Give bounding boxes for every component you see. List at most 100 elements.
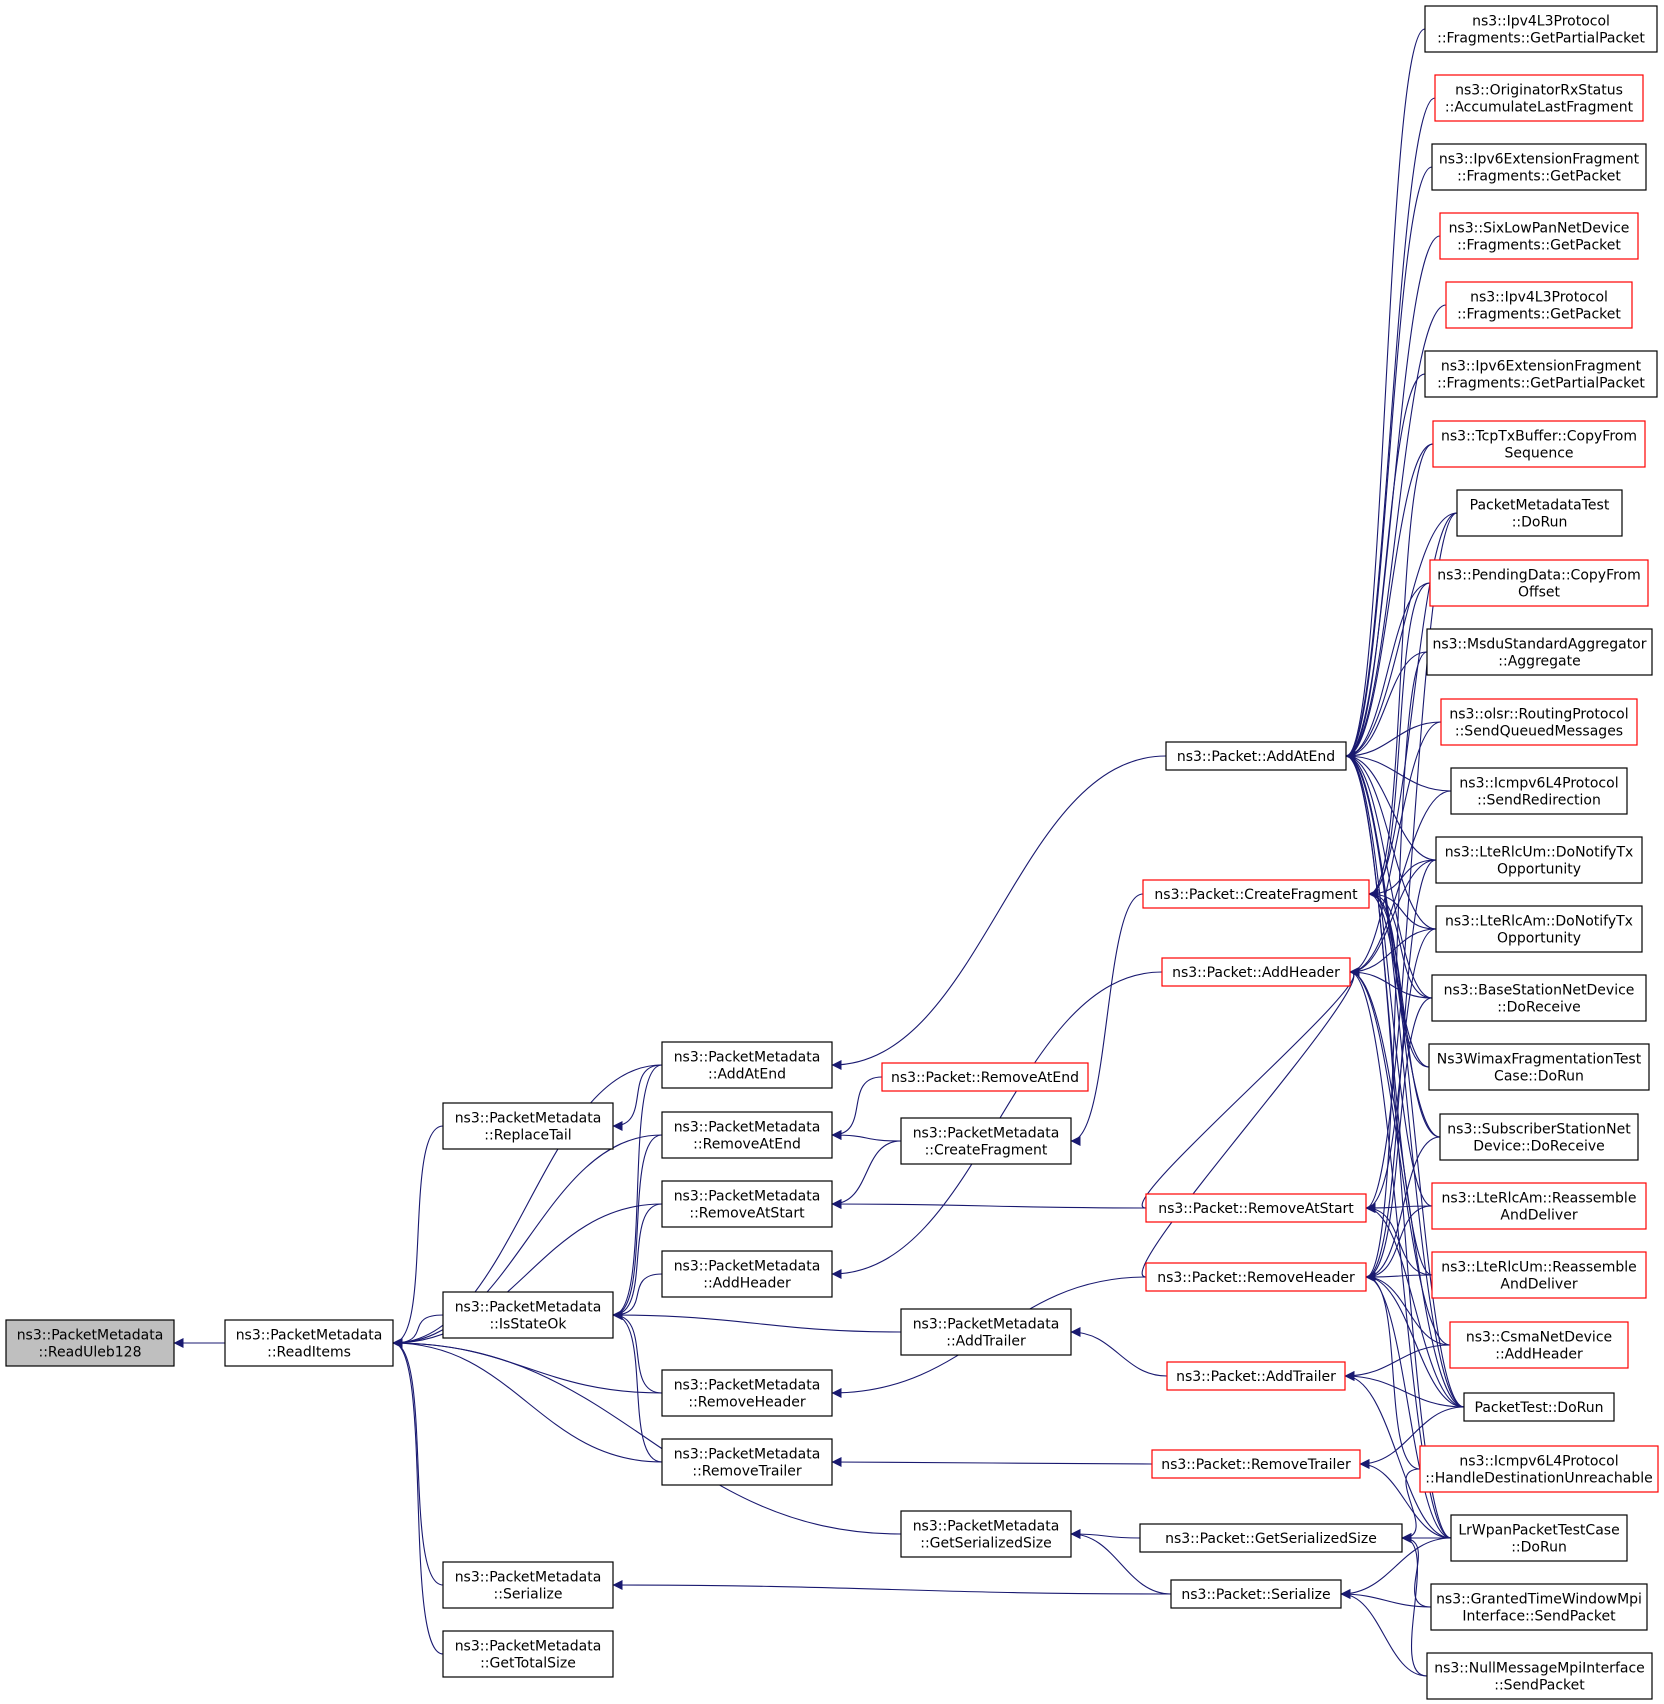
node-isstateok[interactable]: ns3::PacketMetadata::IsStateOk (442, 1291, 614, 1339)
edge-pm_serialize-to-readitems (392, 1338, 444, 1586)
node-box (1170, 1579, 1342, 1609)
node-p_createfragment[interactable]: ns3::Packet::CreateFragment (1142, 879, 1370, 909)
edge-r7-to-p_addatend (1345, 443, 1434, 761)
node-label: ns3::CsmaNetDevice (1466, 1330, 1612, 1346)
node-pm_gettotalsize[interactable]: ns3::PacketMetadata::GetTotalSize (442, 1630, 614, 1678)
edge-r21-to-p_createfragment (1368, 889, 1465, 1408)
node-label: ns3::Packet::RemoveAtEnd (891, 1070, 1079, 1086)
node-box (661, 1369, 833, 1417)
node-label: ns3::Icmpv6L4Protocol (1459, 1454, 1618, 1470)
node-r2[interactable]: ns3::OriginatorRxStatus::AccumulateLastF… (1434, 74, 1644, 122)
node-label: ns3::LteRlcAm::Reassemble (1442, 1191, 1637, 1207)
edge-r16-to-p_addatend (1345, 751, 1430, 1068)
node-r5[interactable]: ns3::Ipv4L3Protocol::Fragments::GetPacke… (1445, 281, 1633, 329)
node-pm_removetrailer[interactable]: ns3::PacketMetadata::RemoveTrailer (661, 1438, 833, 1486)
node-box (442, 1561, 614, 1609)
node-pm_createfragment[interactable]: ns3::PacketMetadata::CreateFragment (900, 1117, 1072, 1165)
node-p_addtrailer[interactable]: ns3::Packet::AddTrailer (1166, 1361, 1346, 1391)
edge-pm_createfragment-to-pm_removeatend (831, 1130, 902, 1142)
edge-p_removeatstart-to-pm_removeatstart (831, 1199, 1147, 1210)
node-label: ::HandleDestinationUnreachable (1425, 1471, 1652, 1487)
node-box (900, 1510, 1072, 1558)
node-label: ns3::GrantedTimeWindowMpi (1436, 1592, 1642, 1608)
node-label: Opportunity (1497, 862, 1581, 878)
node-r24[interactable]: ns3::GrantedTimeWindowMpiInterface::Send… (1430, 1583, 1648, 1631)
node-pm_addtrailer[interactable]: ns3::PacketMetadata::AddTrailer (900, 1308, 1072, 1356)
node-label: ::CreateFragment (925, 1143, 1048, 1159)
node-p_addheader[interactable]: ns3::Packet::AddHeader (1161, 957, 1351, 987)
node-readitems[interactable]: ns3::PacketMetadata::ReadItems (224, 1319, 394, 1367)
node-label: Opportunity (1497, 931, 1581, 947)
node-pm_getserializedsize[interactable]: ns3::PacketMetadata::GetSerializedSize (900, 1510, 1072, 1558)
node-r23[interactable]: LrWpanPacketTestCase::DoRun (1450, 1514, 1628, 1562)
node-label: ns3::PacketMetadata (913, 1317, 1060, 1333)
node-box (1161, 957, 1351, 987)
node-label: ns3::PacketMetadata (674, 1259, 821, 1275)
edge-r9-to-p_createfragment (1368, 582, 1431, 899)
node-root[interactable]: ns3::PacketMetadata::ReadUleb128 (5, 1319, 175, 1367)
node-label: ns3::Packet::AddTrailer (1176, 1369, 1336, 1385)
edge-r14-to-p_createfragment (1368, 889, 1437, 930)
node-r10[interactable]: ns3::MsduStandardAggregator::Aggregate (1426, 628, 1653, 676)
edge-r19-to-p_removeheader (1365, 1271, 1433, 1282)
node-p_removetrailer[interactable]: ns3::Packet::RemoveTrailer (1151, 1449, 1361, 1479)
node-r20[interactable]: ns3::CsmaNetDevice::AddHeader (1449, 1321, 1629, 1369)
node-p_removeatend[interactable]: ns3::Packet::RemoveAtEnd (881, 1062, 1089, 1092)
node-label: ::AddAtEnd (708, 1067, 786, 1083)
node-r11[interactable]: ns3::olsr::RoutingProtocol::SendQueuedMe… (1440, 698, 1638, 746)
node-r22[interactable]: ns3::Icmpv6L4Protocol::HandleDestination… (1419, 1445, 1659, 1493)
node-box (661, 1180, 833, 1228)
edge-r15-to-p_createfragment (1368, 889, 1433, 999)
node-box (1463, 1392, 1615, 1422)
edge-r25-to-p_serialize (1340, 1589, 1428, 1677)
node-r3[interactable]: ns3::Ipv6ExtensionFragment::Fragments::G… (1431, 143, 1647, 191)
edge-r7-to-p_createfragment (1368, 443, 1434, 899)
node-r1[interactable]: ns3::Ipv4L3Protocol::Fragments::GetParti… (1424, 5, 1658, 53)
node-label: ns3::NullMessageMpiInterface (1434, 1661, 1645, 1677)
edge-pm_addatend-to-replacetail (612, 1064, 663, 1131)
edge-r8-to-p_addatend (1345, 512, 1458, 761)
node-p_removeatstart[interactable]: ns3::Packet::RemoveAtStart (1145, 1193, 1367, 1223)
edge-pm_removeatend-to-readitems (392, 1134, 663, 1348)
node-r15[interactable]: ns3::BaseStationNetDevice::DoReceive (1431, 974, 1647, 1022)
node-label: ::AccumulateLastFragment (1445, 100, 1634, 116)
node-box (1440, 698, 1638, 746)
edge-r23-to-p_serialize (1340, 1537, 1452, 1599)
node-r25[interactable]: ns3::NullMessageMpiInterface::SendPacket (1426, 1652, 1653, 1700)
node-pm_removeatend[interactable]: ns3::PacketMetadata::RemoveAtEnd (661, 1111, 833, 1159)
node-label: ns3::OriginatorRxStatus (1455, 83, 1623, 99)
node-box (1165, 741, 1347, 771)
edge-r21-to-p_addtrailer (1344, 1371, 1465, 1408)
node-r17[interactable]: ns3::SubscriberStationNetDevice::DoRecei… (1439, 1113, 1639, 1161)
node-r21[interactable]: PacketTest::DoRun (1463, 1392, 1615, 1422)
node-label: ::DoReceive (1497, 1000, 1581, 1016)
node-p_getserializedsize[interactable]: ns3::Packet::GetSerializedSize (1139, 1523, 1403, 1553)
edge-p_addtrailer-to-pm_addtrailer (1070, 1327, 1168, 1377)
node-pm_addatend[interactable]: ns3::PacketMetadata::AddAtEnd (661, 1041, 833, 1089)
edge-r13-to-p_removeheader (1365, 859, 1437, 1282)
edge-pm_getserializedsize-to-readitems (392, 1338, 902, 1535)
node-p_serialize[interactable]: ns3::Packet::Serialize (1170, 1579, 1342, 1609)
edge-r13-to-p_createfragment (1368, 859, 1437, 899)
node-p_removeheader[interactable]: ns3::Packet::RemoveHeader (1145, 1262, 1367, 1292)
node-p_addatend[interactable]: ns3::Packet::AddAtEnd (1165, 741, 1347, 771)
node-r8[interactable]: PacketMetadataTest::DoRun (1456, 489, 1623, 537)
node-pm_removeatstart[interactable]: ns3::PacketMetadata::RemoveAtStart (661, 1180, 833, 1228)
node-r12[interactable]: ns3::Icmpv6L4Protocol::SendRedirection (1450, 767, 1628, 815)
node-label: ::AddHeader (1495, 1347, 1583, 1363)
node-r6[interactable]: ns3::Ipv6ExtensionFragment::Fragments::G… (1424, 350, 1658, 398)
node-pm_addheader[interactable]: ns3::PacketMetadata::AddHeader (661, 1250, 833, 1298)
node-pm_removeheader[interactable]: ns3::PacketMetadata::RemoveHeader (661, 1369, 833, 1417)
node-label: ::Fragments::GetPartialPacket (1437, 31, 1645, 47)
node-replacetail[interactable]: ns3::PacketMetadata::ReplaceTail (442, 1102, 614, 1150)
node-r4[interactable]: ns3::SixLowPanNetDevice::Fragments::GetP… (1439, 212, 1639, 260)
edge-r18-to-p_removeheader (1365, 1205, 1433, 1282)
node-pm_serialize[interactable]: ns3::PacketMetadata::Serialize (442, 1561, 614, 1609)
